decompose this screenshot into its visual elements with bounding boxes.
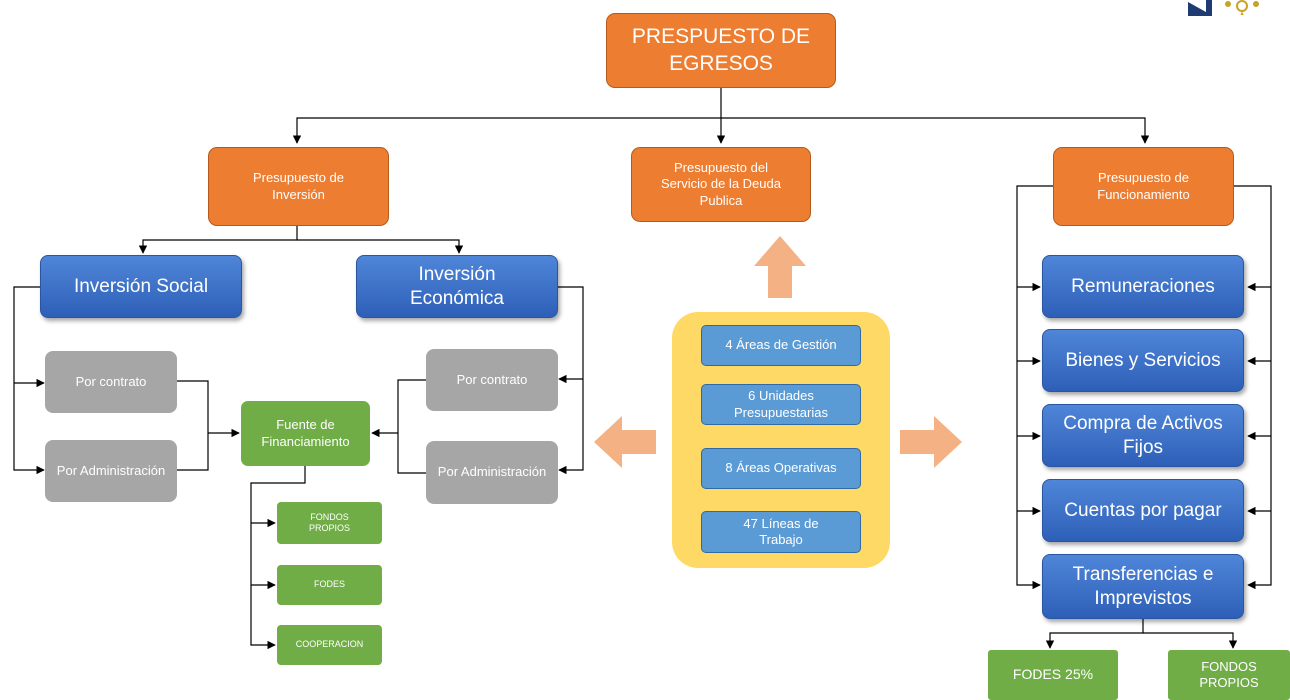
fuente-fondos-propios: FONDOS PROPIOS (277, 502, 382, 544)
inversion-economica-label: Inversión Económica (410, 263, 504, 309)
social-por-administracion-label: Por Administración (56, 462, 166, 478)
func-compra-activos: Compra de Activos Fijos (1042, 404, 1244, 467)
func-transferencias-label: Transferencias e Imprevistos (1072, 563, 1214, 609)
economica-por-administracion: Por Administración (426, 441, 558, 504)
inversion-economica-box: Inversión Económica (356, 255, 558, 318)
fondo-fondos-propios: FONDOS PROPIOS (1168, 650, 1290, 700)
arrow-left (594, 416, 656, 468)
center-item-areas-gestion: 4 Áreas de Gestión (701, 325, 861, 366)
social-por-contrato-label: Por contrato (75, 373, 147, 389)
func-remuneraciones-label: Remuneraciones (1071, 275, 1215, 297)
presupuesto-deuda-label: Presupuesto del Servicio de la Deuda Pub… (661, 160, 781, 208)
fuente-financiamiento-label: Fuente de Financiamiento (261, 417, 350, 449)
logo-icon (1188, 0, 1259, 16)
arrow-up (754, 236, 806, 298)
title-text: PRESPUESTO DE EGRESOS (631, 25, 811, 75)
inversion-social-box: Inversión Social (40, 255, 242, 318)
presupuesto-inversion-box: Presupuesto de Inversión (208, 147, 389, 226)
title-box: PRESPUESTO DE EGRESOS (606, 13, 836, 88)
func-bienes-servicios: Bienes y Servicios (1042, 329, 1244, 392)
arrow-right (900, 416, 962, 468)
center-item-unidades: 6 Unidades Presupuestarias (701, 384, 861, 425)
inversion-social-label: Inversión Social (73, 275, 209, 297)
center-item-areas-operativas-label: 8 Áreas Operativas (725, 460, 837, 476)
fondo-fodes-25-label: FODES 25% (1012, 666, 1094, 683)
fuente-fodes: FODES (277, 565, 382, 605)
economica-por-contrato-label: Por contrato (456, 371, 528, 387)
fondo-fondos-propios-label: FONDOS PROPIOS (1199, 658, 1259, 690)
fuente-financiamiento-box: Fuente de Financiamiento (241, 401, 370, 466)
social-por-contrato: Por contrato (45, 351, 177, 413)
center-item-areas-gestion-label: 4 Áreas de Gestión (725, 337, 837, 353)
func-compra-activos-label: Compra de Activos Fijos (1063, 412, 1223, 458)
center-item-lineas: 47 Líneas de Trabajo (701, 511, 861, 553)
func-bienes-servicios-label: Bienes y Servicios (1065, 349, 1221, 371)
presupuesto-funcionamiento-label: Presupuesto de Funcionamiento (1097, 170, 1190, 202)
presupuesto-funcionamiento-box: Presupuesto de Funcionamiento (1053, 147, 1234, 226)
center-item-areas-operativas: 8 Áreas Operativas (701, 448, 861, 489)
func-cuentas-pagar: Cuentas por pagar (1042, 479, 1244, 542)
fondo-fodes-25: FODES 25% (988, 650, 1118, 700)
func-transferencias: Transferencias e Imprevistos (1042, 554, 1244, 619)
func-cuentas-pagar-label: Cuentas por pagar (1064, 499, 1222, 521)
fuente-fodes-label: FODES (313, 579, 345, 590)
presupuesto-deuda-box: Presupuesto del Servicio de la Deuda Pub… (631, 147, 811, 222)
economica-por-administracion-label: Por Administración (437, 464, 547, 480)
func-remuneraciones: Remuneraciones (1042, 255, 1244, 318)
presupuesto-inversion-label: Presupuesto de Inversión (252, 170, 345, 202)
center-item-unidades-label: 6 Unidades Presupuestarias (734, 388, 828, 420)
fuente-fondos-propios-label: FONDOS PROPIOS (308, 511, 350, 533)
economica-por-contrato: Por contrato (426, 349, 558, 411)
social-por-administracion: Por Administración (45, 440, 177, 502)
fuente-cooperacion: COOPERACION (277, 625, 382, 665)
center-item-lineas-label: 47 Líneas de Trabajo (743, 515, 819, 547)
fuente-cooperacion-label: COOPERACION (295, 639, 364, 650)
